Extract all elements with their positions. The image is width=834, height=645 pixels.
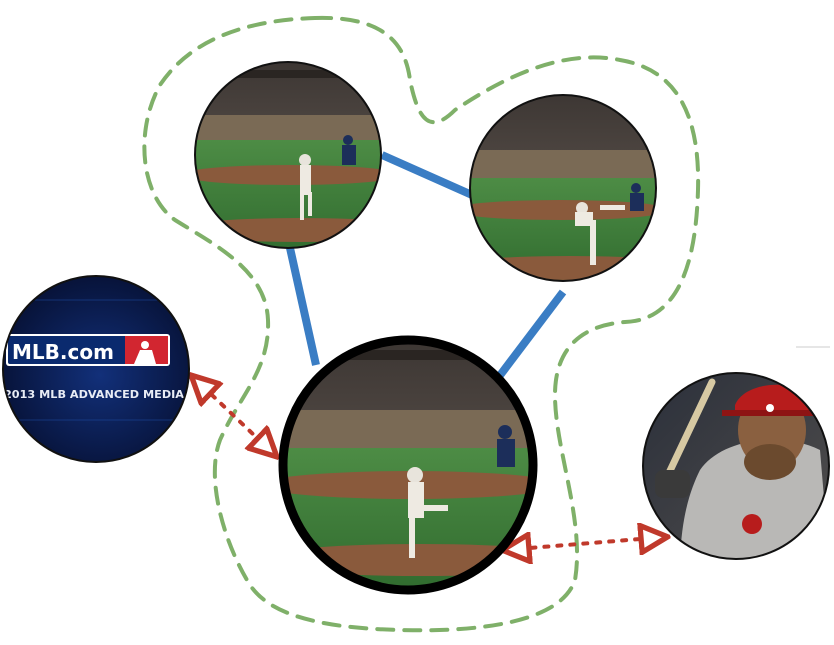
solid-link-b-center [494,289,567,381]
solid-link-a-b [380,151,474,199]
batter-frame[interactable] [640,370,834,570]
pitch-frame-b-border [469,94,657,282]
mlb-logo-frame-border [2,275,190,463]
mlb-logo-frame[interactable]: MLB.com 2013 MLB ADVANCED MEDIA [0,275,200,475]
copyright-text: 2013 MLB ADVANCED MEDIA [4,388,184,401]
dotted-link-logo-center [193,377,275,455]
batter-frame-border [642,372,830,560]
mlb-logo-text: MLB.com [12,340,114,364]
pitch-frame-b[interactable] [440,90,700,290]
pitch-frame-a-border [194,61,382,249]
pitch-frame-center[interactable] [250,338,590,598]
cluster-outline [142,15,701,633]
solid-link-a-center [286,247,320,366]
dotted-link-batter-center [505,537,665,550]
pitch-frame-center-ring [278,335,538,595]
